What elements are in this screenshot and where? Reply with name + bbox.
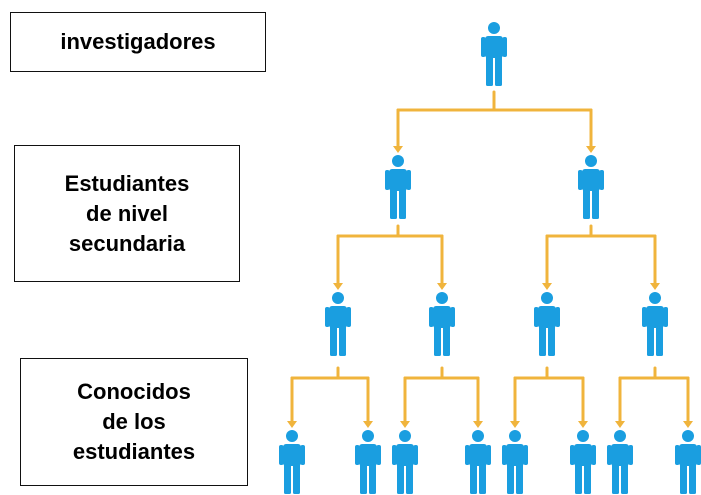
person-icon	[429, 292, 455, 356]
person-icon	[534, 292, 560, 356]
person-icon	[642, 292, 668, 356]
level-label-conocidos: Conocidos de los estudiantes	[20, 358, 248, 486]
connector-arrow	[615, 366, 693, 428]
person-icon	[502, 430, 528, 494]
level-label-text: investigadores	[60, 29, 216, 54]
level-label-estudiantes: Estudiantes de nivel secundaria	[14, 145, 240, 282]
person-icon	[325, 292, 351, 356]
person-icon	[578, 155, 604, 219]
person-icon	[385, 155, 411, 219]
person-icon	[570, 430, 596, 494]
person-icon	[279, 430, 305, 494]
person-icon	[465, 430, 491, 494]
connector-arrow	[400, 366, 483, 428]
level-label-text: Estudiantes de nivel secundaria	[64, 170, 190, 256]
connector-arrow	[393, 90, 596, 153]
connector-arrow	[542, 224, 660, 290]
person-icon	[607, 430, 633, 494]
connector-arrow	[510, 366, 588, 428]
connector-arrow	[287, 366, 373, 428]
level-label-text: Conocidos de los estudiantes	[72, 379, 196, 464]
person-icon	[392, 430, 418, 494]
person-icon	[481, 22, 507, 86]
person-icon	[355, 430, 381, 494]
level-label-investigadores: investigadores	[10, 12, 266, 72]
connector-arrow	[333, 224, 447, 290]
person-icon	[675, 430, 701, 494]
